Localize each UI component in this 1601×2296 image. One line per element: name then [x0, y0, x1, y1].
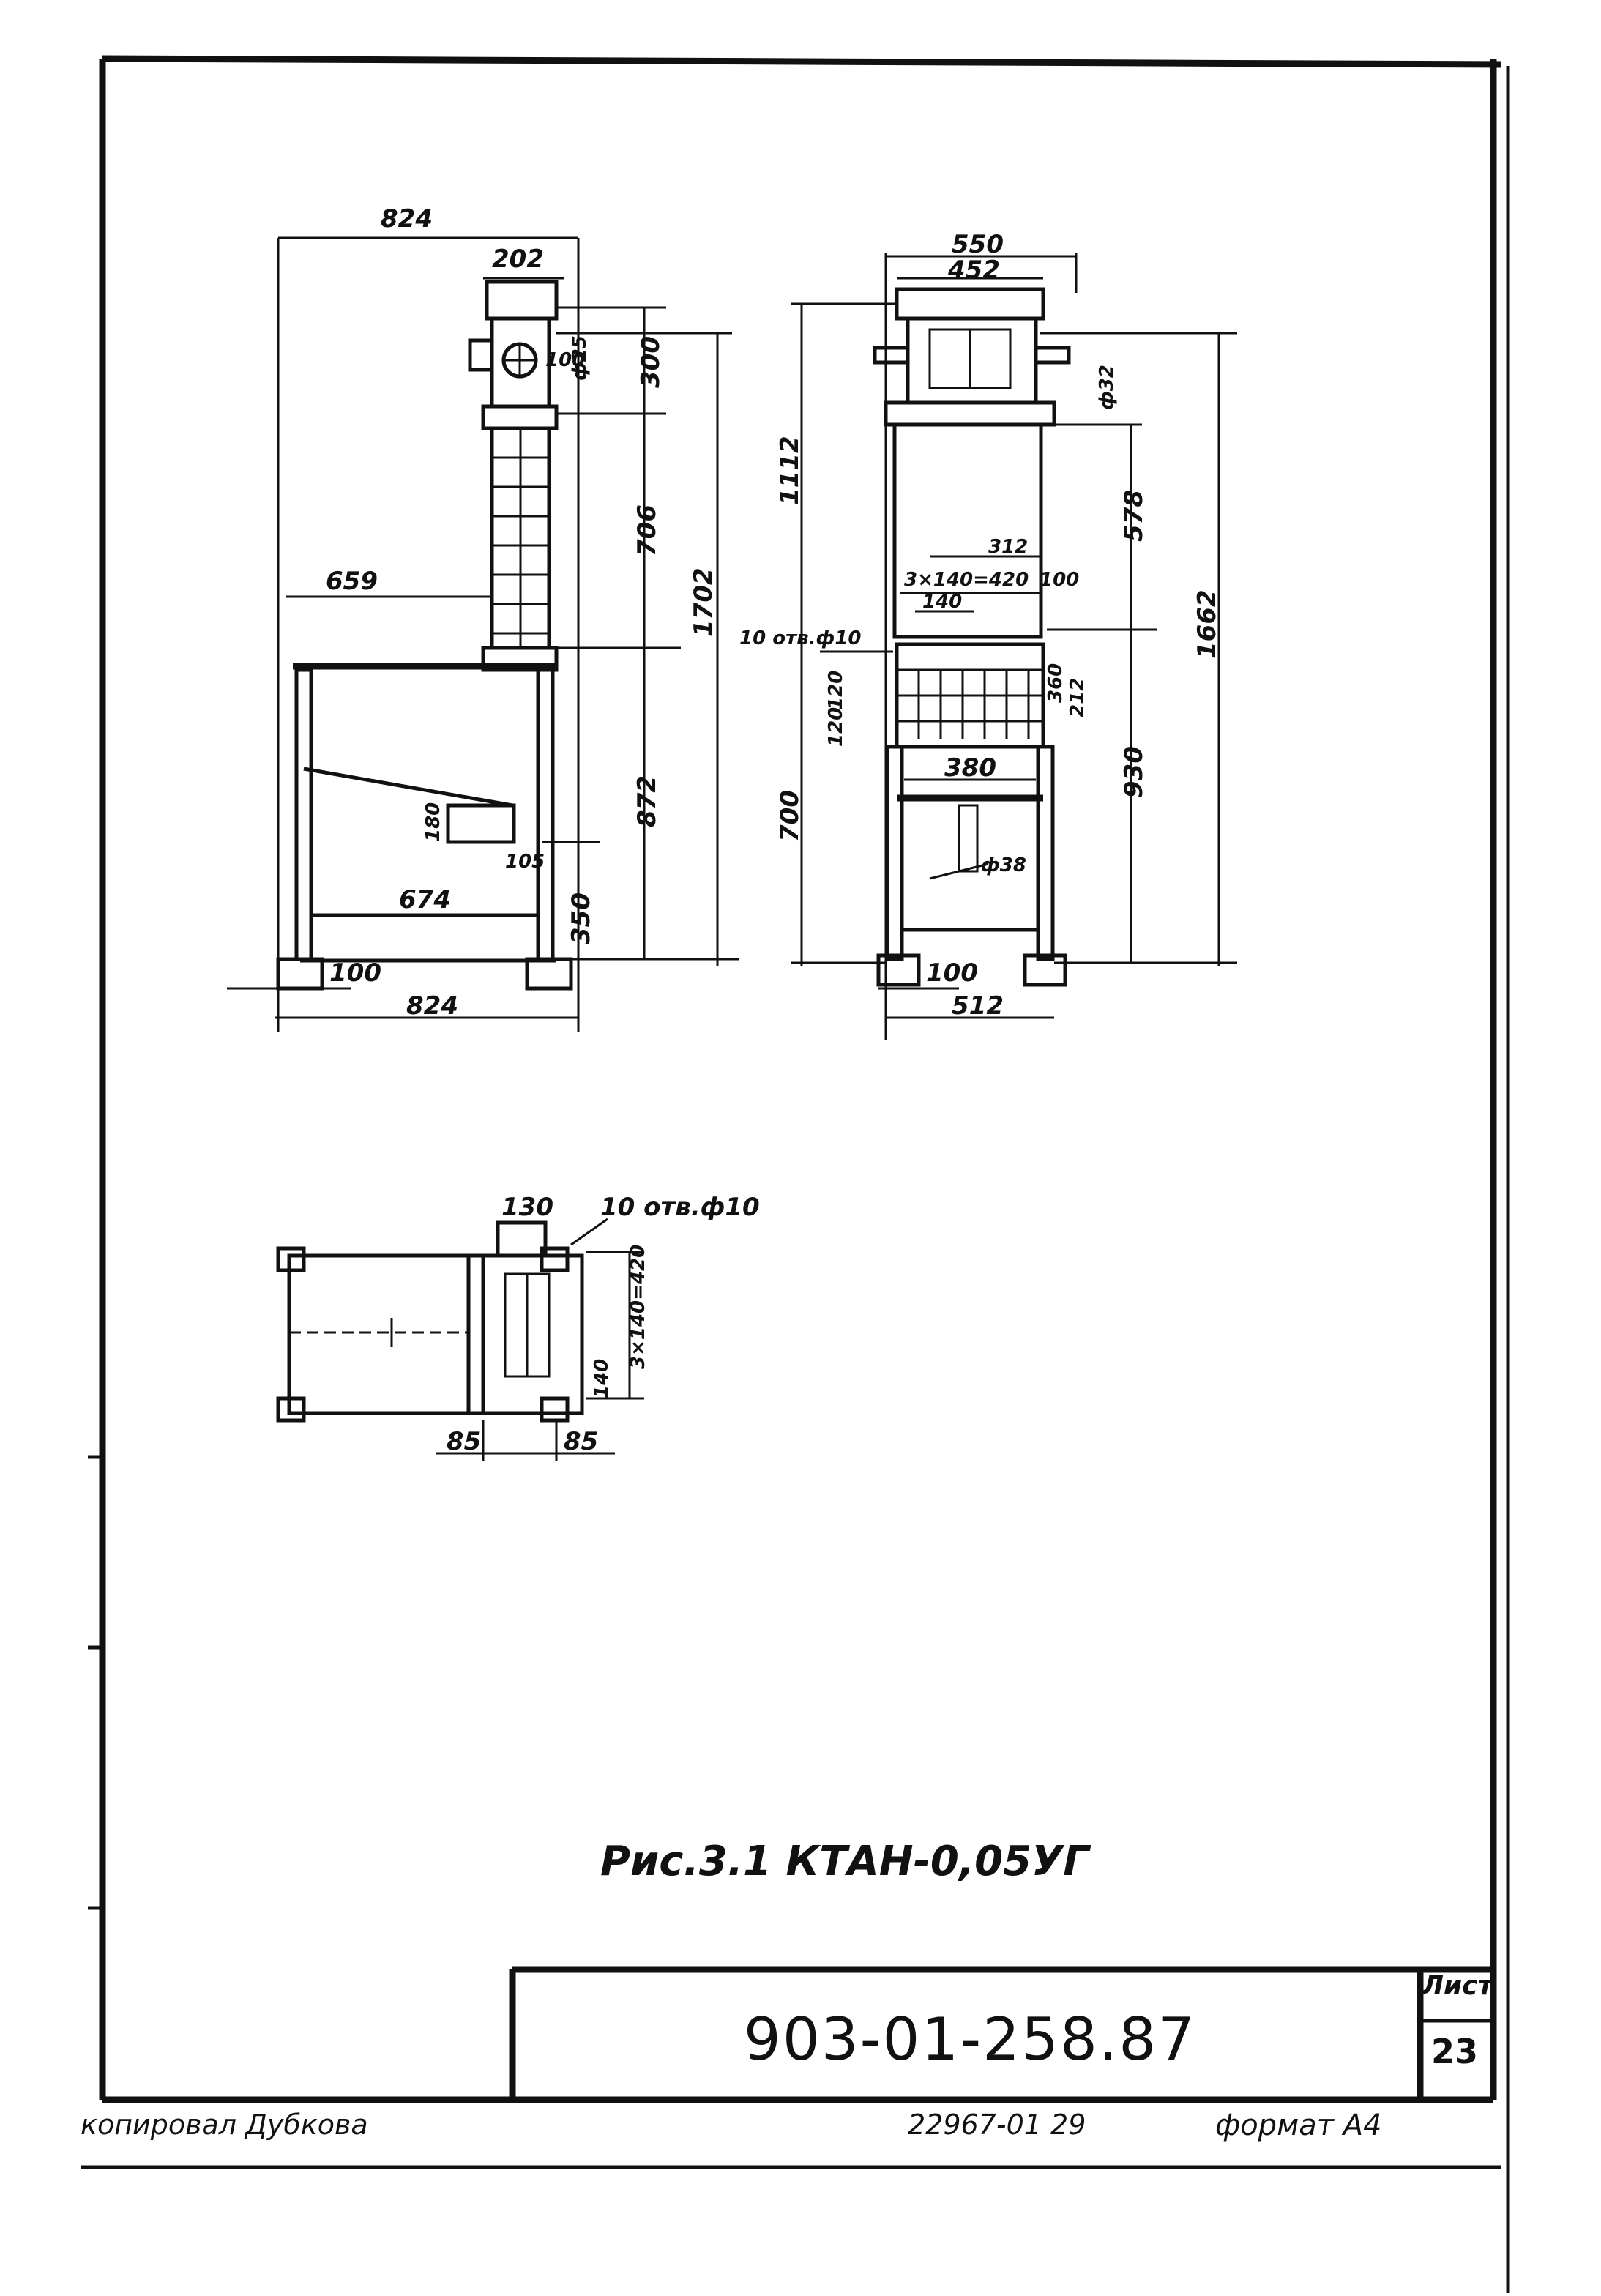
- dim-105: 105: [505, 851, 545, 873]
- collar: [481, 404, 559, 430]
- dim-380: 380: [944, 753, 996, 783]
- dim-100-front: 100: [1040, 569, 1079, 591]
- dim-arm-length: 659: [326, 567, 378, 596]
- front-column: [892, 422, 1043, 639]
- dim-300: 300: [636, 336, 665, 388]
- dim-350: 350: [567, 892, 596, 944]
- plan-view: 130 10 отв.ф10 3×140=420 140 85 85: [276, 1193, 760, 1461]
- dim-outer-width: 550: [952, 230, 1004, 259]
- front-leg-right: [1036, 745, 1055, 961]
- figure-caption: Рис.3.1 КТАН-0,05УГ: [600, 1838, 1089, 1885]
- dim-total-height-front: 1662: [1193, 589, 1222, 659]
- inventory-number: 22967-01 29: [908, 2109, 1086, 2141]
- dim-head-width: 202: [492, 245, 544, 274]
- front-view-dimension-lines: [791, 253, 1237, 1040]
- dim-overall-width-bottom: 824: [406, 991, 458, 1021]
- dim-100: 100: [545, 349, 585, 371]
- column-base: [481, 646, 559, 672]
- drawing-designation: 903-01-258.87: [743, 2005, 1197, 2073]
- side-view: 824 202 100 ф25 300 706 1702 659 872 180…: [227, 204, 739, 1032]
- dim-85-left: 85: [447, 1427, 481, 1456]
- copied-by: копировал Дубкова: [81, 2109, 368, 2141]
- dim-column-height: 706: [632, 504, 662, 556]
- dim-inner-width-front: 452: [947, 256, 1000, 285]
- dim-pitch-plan: 3×140=420: [627, 1245, 649, 1369]
- head-cap: [485, 280, 559, 321]
- plan-head: [496, 1220, 548, 1258]
- title-block: [509, 1966, 1493, 2100]
- side-view-dimension-lines: [227, 236, 739, 1032]
- front-head-cap: [895, 287, 1045, 321]
- dim-phi38: ф38: [981, 854, 1026, 876]
- dim-foot: 100: [329, 958, 381, 988]
- dim-foot-front: 100: [926, 958, 978, 988]
- dim-85-right: 85: [564, 1427, 598, 1456]
- dim-360: 360: [1045, 663, 1067, 703]
- dim-212: 212: [1067, 678, 1089, 718]
- dim-lower-height: 700: [775, 790, 805, 842]
- dim-total-height: 1702: [689, 567, 718, 637]
- dim-312: 312: [988, 536, 1028, 558]
- sheet-number: 23: [1430, 2032, 1478, 2071]
- holes-label-front: 10 отв.ф10: [739, 627, 861, 649]
- dim-pitch-front: 3×140=420: [904, 569, 1029, 591]
- dim-120a: 120: [825, 671, 847, 710]
- dim-930: 930: [1119, 746, 1149, 798]
- plan-base: [287, 1253, 584, 1415]
- dim-overall-width-top: 824: [381, 204, 433, 234]
- head-flange: [468, 338, 494, 372]
- front-collar: [884, 400, 1056, 427]
- sheet-border: [81, 55, 1510, 2293]
- dim-phi32: ф32: [1096, 365, 1118, 410]
- head-dial-icon: [501, 342, 538, 379]
- holes-label-plan: 10 отв.ф10: [600, 1193, 760, 1222]
- front-leg-left: [885, 745, 904, 961]
- dim-base-width: 512: [952, 991, 1004, 1021]
- sheet-label: Лист: [1422, 1971, 1493, 2001]
- front-view: 550 452 ф32 1112 578 312 3×140=420 100 1…: [739, 230, 1237, 1040]
- sheet-format: формат А4: [1215, 2109, 1382, 2142]
- dim-140-plan: 140: [591, 1359, 613, 1398]
- terminal-block: [895, 642, 1045, 749]
- column: [490, 426, 551, 650]
- dim-578: 578: [1119, 490, 1149, 542]
- dim-130: 130: [501, 1193, 553, 1222]
- dim-phi25: ф25: [569, 335, 591, 381]
- front-head-body: [906, 316, 1038, 405]
- frame: [276, 663, 573, 991]
- dim-frame-height: 872: [632, 775, 662, 827]
- dim-inner-width: 674: [399, 885, 451, 914]
- dim-upper-height: 1112: [775, 436, 805, 505]
- dim-180: 180: [422, 802, 444, 842]
- dim-120b: 120: [825, 707, 847, 747]
- dim-140-front: 140: [922, 591, 962, 613]
